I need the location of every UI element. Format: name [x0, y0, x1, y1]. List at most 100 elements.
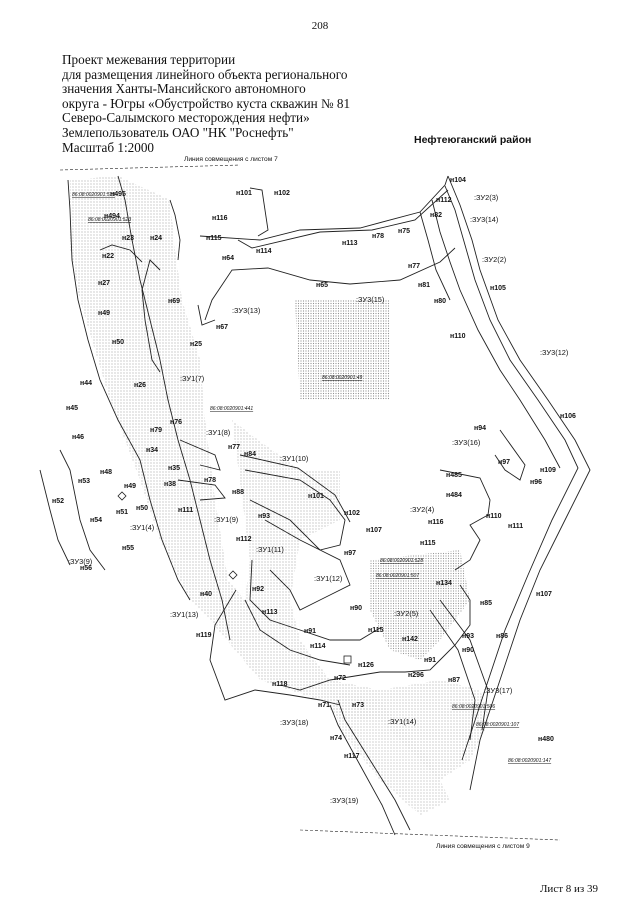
point-label: н90 — [462, 647, 474, 654]
cadastral-label: 86:08:0020901:147 — [508, 758, 551, 764]
point-label: н105 — [490, 285, 506, 292]
point-label: н73 — [352, 702, 364, 709]
center-square-area — [295, 300, 390, 400]
title-line: для размещения линейного объекта региона… — [62, 66, 348, 82]
point-label: н48 — [100, 469, 112, 476]
zone-label: :ЗУ1(9) — [214, 515, 238, 524]
point-label: н93 — [258, 513, 270, 520]
point-label: н111 — [508, 523, 523, 530]
district-label: Нефтеюганский район — [414, 134, 532, 146]
point-label: н50 — [136, 505, 148, 512]
point-label: н50 — [112, 339, 124, 346]
point-label: н106 — [560, 413, 576, 420]
point-label: н104 — [450, 177, 466, 184]
zone-label: :ЗУ2(4) — [410, 505, 434, 514]
point-label: н90 — [350, 605, 362, 612]
point-label: н110 — [450, 333, 466, 340]
page-number: 208 — [311, 20, 329, 32]
point-label: н107 — [366, 527, 382, 534]
zone-label: :ЗУ1(13) — [170, 610, 198, 619]
point-label: н91 — [304, 628, 316, 635]
marker-symbols — [117, 491, 352, 664]
point-label: н84 — [244, 451, 256, 458]
point-label: н115 — [368, 627, 384, 634]
point-label: н26 — [134, 382, 146, 389]
point-label: н126 — [358, 662, 374, 669]
zone-label: :ЗУ3(12) — [540, 348, 568, 357]
point-label: н296 — [408, 672, 424, 679]
combination-label-top: Линия совмещения с листом 7 — [184, 156, 278, 163]
zone-label: :ЗУ1(10) — [280, 454, 308, 463]
point-label: н49 — [124, 483, 136, 490]
point-label: н22 — [102, 253, 114, 260]
zone-label: :ЗУ1(4) — [130, 523, 154, 532]
point-label: н494 — [104, 213, 120, 220]
point-label: н81 — [418, 282, 430, 289]
point-label: н65 — [316, 282, 328, 289]
bottom-road-area — [330, 690, 450, 815]
left-corridor-area — [70, 176, 490, 780]
point-label: н93 — [462, 633, 474, 640]
zone-label: :ЗУ1(14) — [388, 717, 416, 726]
point-label: н484 — [446, 492, 462, 499]
title-line: значения Ханты-Мансийского автономного — [62, 81, 306, 97]
point-label: н142 — [402, 636, 418, 643]
lower-right-area — [370, 550, 470, 660]
zone-labels: :ЗУ2(3) :ЗУ3(14) :ЗУ2(2) :ЗУ3(15) :ЗУ3(1… — [68, 193, 568, 805]
point-label: н110 — [486, 513, 502, 520]
hatched-areas — [70, 176, 490, 815]
point-label: н113 — [262, 609, 278, 616]
point-label: н34 — [146, 447, 158, 454]
point-label: н113 — [342, 240, 358, 247]
point-label: н53 — [78, 478, 90, 485]
zone-label: :ЗУ2(5) — [394, 609, 418, 618]
point-label: н91 — [424, 657, 436, 664]
point-label: н75 — [398, 228, 410, 235]
sheet-label: Лист 8 из 39 — [539, 883, 598, 895]
point-label: н76 — [170, 419, 182, 426]
title-line: Проект межевания территории — [62, 52, 236, 67]
point-label: н27 — [98, 280, 110, 287]
marker-square-icon — [343, 655, 352, 664]
point-label: н78 — [372, 233, 384, 240]
title-line: Северо-Салымского месторождения нефти» — [62, 110, 310, 126]
point-label: н23 — [122, 235, 134, 242]
point-label: н69 — [168, 298, 180, 305]
point-label: н134 — [436, 580, 452, 587]
point-label: н51 — [116, 509, 128, 516]
combination-label-bottom: Линия совмещения с листом 9 — [436, 843, 530, 850]
point-label: н52 — [52, 498, 64, 505]
cadastral-label: 86:08:0020901:506 — [452, 704, 495, 710]
point-label: н87 — [448, 677, 460, 684]
point-label: н88 — [232, 489, 244, 496]
scale-label: Масштаб 1:2000 — [62, 139, 155, 155]
point-label: н118 — [272, 681, 288, 688]
point-label: н97 — [344, 550, 356, 557]
title-line: Землепользователь ОАО "НК "Роснефть" — [62, 124, 294, 140]
point-label: н115 — [420, 540, 436, 547]
combination-lines — [59, 164, 561, 841]
cadastral-label: 86:08:0020901:528 — [380, 558, 423, 564]
point-label: н80 — [434, 298, 446, 305]
point-label: н72 — [334, 675, 346, 682]
point-label: н49 — [98, 310, 110, 317]
point-label: н82 — [430, 212, 442, 219]
marker-cross-icon — [117, 491, 127, 501]
cadastral-label: 86:08:0020901:523 — [88, 217, 131, 223]
cadastral-label: 86:08:0020901:513 — [72, 192, 115, 198]
point-label: н102 — [344, 510, 360, 517]
point-label: н485 — [446, 472, 462, 479]
zone-label: :ЗУ2(3) — [474, 193, 498, 202]
point-label: н25 — [190, 341, 202, 348]
point-label: н116 — [212, 215, 228, 222]
point-label: н96 — [530, 479, 542, 486]
point-label: н45 — [66, 405, 78, 412]
point-label: н92 — [252, 586, 264, 593]
zone-label: :ЗУ3(14) — [470, 215, 498, 224]
marker-cross-icon — [228, 570, 238, 580]
point-label: н64 — [222, 255, 234, 262]
point-label: н78 — [204, 477, 216, 484]
zone-label: :ЗУ3(18) — [280, 718, 308, 727]
zone-label: :ЗУ3(9) — [68, 557, 92, 566]
point-label: н86 — [496, 633, 508, 640]
